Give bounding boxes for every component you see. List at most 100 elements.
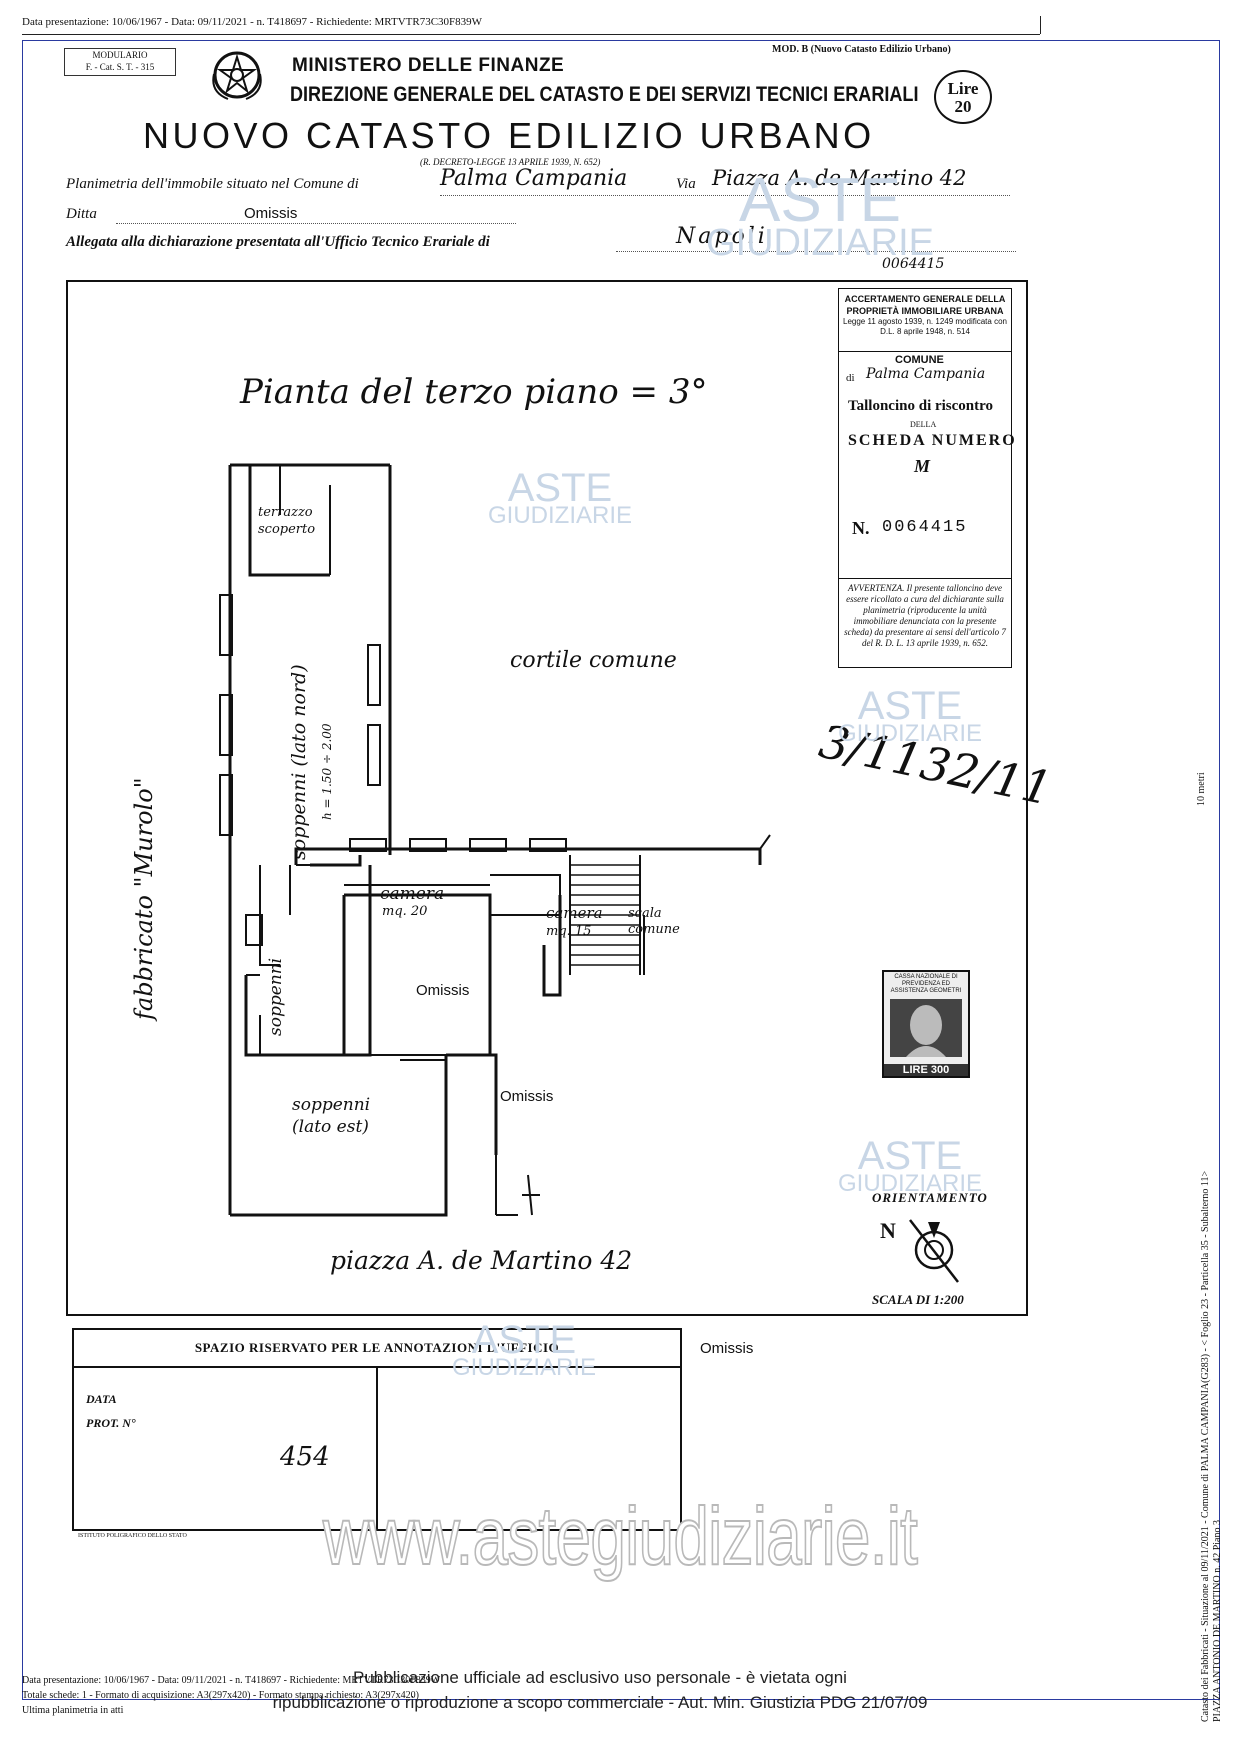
cortile-label: cortile comune: [510, 648, 677, 673]
scheda-letter: M: [914, 456, 931, 476]
notice-line1: Pubblicazione ufficiale ad esclusivo uso…: [353, 1668, 847, 1687]
camera2-mq: mq. 15: [546, 924, 592, 939]
lire-label: Lire: [947, 79, 979, 98]
office-data-label: DATA: [86, 1392, 117, 1406]
camera2-label: camera: [546, 904, 603, 922]
orientamento-label: ORIENTAMENTO: [872, 1190, 988, 1205]
scala-comune-label: scala comune: [628, 906, 680, 937]
footer-line3: Ultima planimetria in atti: [22, 1705, 124, 1716]
decreto-caption: (R. DECRETO-LEGGE 13 APRILE 1939, N. 652…: [420, 157, 601, 167]
watermark-aste-3: ASTE: [857, 684, 963, 728]
talloncino-comune-label: COMUNE: [895, 354, 944, 366]
watermark-logo-5: ASTE GIUDIZIARIE: [434, 1320, 614, 1380]
lire-stamp: Lire 20: [934, 70, 992, 124]
floor-plan-drawing: [219, 463, 771, 1217]
watermark-logo-3: ASTE GIUDIZIARIE: [820, 686, 1000, 746]
talloncino-della: DELLA: [910, 420, 937, 429]
notice-line2: ripubblicazione o riproduzione a scopo c…: [272, 1693, 928, 1712]
accertamento-line3: Legge 11 agosto 1939, n. 1249 modificata…: [843, 317, 1007, 336]
address-side-line: PIAZZA ANTONIO DE MARTINO n. 42 Piano 3: [1212, 1520, 1223, 1722]
office-omissis: Omissis: [700, 1340, 754, 1357]
footer-line2: Totale schede: 1 - Formato di acquisizio…: [22, 1690, 419, 1701]
footer-line1: Data presentazione: 10/06/1967 - Data: 0…: [22, 1675, 441, 1686]
avvertenza-box: AVVERTENZA. Il presente talloncino deve …: [838, 578, 1012, 668]
ufficio-value: Napoli: [676, 224, 768, 249]
revenue-stamp: CASSA NAZIONALE DI PREVIDENZA ED ASSISTE…: [882, 970, 970, 1078]
allegata-label: Allegata alla dichiarazione presentata a…: [66, 234, 490, 250]
soppenni-est-label: soppenni (lato est): [292, 1095, 371, 1137]
comune-value: Palma Campania: [440, 166, 628, 191]
lire-value: 20: [954, 97, 972, 116]
avvertenza-text: AVVERTENZA. Il presente talloncino deve …: [844, 583, 1006, 648]
scale-mark: 10 metri: [1196, 772, 1207, 806]
catasto-side-line: Catasto dei Fabbricati - Situazione al 0…: [1200, 1170, 1211, 1722]
camera1-label: camera: [380, 884, 445, 904]
modulario-box: MODULARIO F. - Cat. S. T. - 315: [64, 48, 176, 76]
site-watermark: www.astegiudiziarie.it: [322, 1490, 919, 1583]
piazza-label: piazza A. de Martino 42: [330, 1246, 633, 1275]
modulario-line1: MODULARIO: [92, 50, 148, 60]
floor-plan-frame: [66, 280, 1028, 1316]
watermark-giudiziarie-1: GIUDIZIARIE: [705, 222, 935, 264]
watermark-giudiziarie-3: GIUDIZIARIE: [837, 720, 982, 747]
talloncino-comune-value: Palma Campania: [866, 366, 986, 382]
watermark-giudiziarie-4: GIUDIZIARIE: [837, 1170, 982, 1197]
ditta-underline: [116, 223, 516, 225]
north-label: N: [880, 1218, 896, 1243]
soppenni-nord-label: soppenni (lato nord): [288, 664, 310, 860]
mod-b-label: MOD. B (Nuovo Catasto Edilizio Urbano): [772, 44, 951, 55]
camera1-mq: mq. 20: [382, 904, 428, 919]
soppenni-side-label: soppenni: [266, 957, 286, 1036]
watermark-aste-1: ASTE: [739, 166, 901, 235]
ditta-label: Ditta: [66, 206, 97, 222]
page-border-left: [22, 40, 23, 1700]
terrazzo-label: terrazzo scoperto: [258, 505, 316, 537]
altezza-label: h = 1.50 ÷ 2.00: [320, 723, 334, 820]
fabbricato-label: fabbricato "Murolo": [130, 777, 158, 1020]
office-heading: SPAZIO RISERVATO PER LE ANNOTAZIONI D'UF…: [72, 1328, 682, 1368]
address-underline: [440, 195, 1010, 197]
header-rule-end: [1040, 16, 1041, 34]
omissis-area-1: Omissis: [416, 982, 470, 999]
page-border-right: [1219, 40, 1220, 1700]
header-rule: [22, 34, 1040, 35]
watermark-aste-2: ASTE: [507, 466, 613, 510]
modulario-line2: F. - Cat. S. T. - 315: [85, 62, 155, 72]
stamp-text: CASSA NAZIONALE DI PREVIDENZA ED ASSISTE…: [890, 974, 962, 994]
numero-value: 0064415: [882, 518, 968, 537]
republic-emblem-icon: [212, 51, 262, 100]
talloncino-panel: [838, 352, 1012, 578]
accertamento-line2: PROPRIETÀ IMMOBILIARE URBANA: [846, 306, 1004, 316]
stamp-value: LIRE 300: [884, 1064, 968, 1076]
planimetria-label: Planimetria dell'immobile situato nel Co…: [66, 176, 359, 192]
office-divider: [376, 1368, 378, 1531]
compass-icon: [909, 1219, 959, 1283]
office-prot-label: PROT. N°: [86, 1416, 136, 1430]
watermark-aste-5: ASTE: [471, 1318, 577, 1362]
watermark-aste-4: ASTE: [857, 1134, 963, 1178]
scala-label: SCALA DI 1:200: [872, 1292, 964, 1307]
watermark-logo-4: ASTE GIUDIZIARIE: [820, 1136, 1000, 1196]
plan-title: Pianta del terzo piano = 3°: [240, 372, 708, 412]
office-prot-value: 454: [280, 1442, 330, 1472]
omissis-area-2: Omissis: [500, 1088, 554, 1105]
ditta-value: Omissis: [244, 205, 298, 222]
accertamento-box: ACCERTAMENTO GENERALE DELLA PROPRIETÀ IM…: [838, 288, 1012, 352]
direzione-title: DIREZIONE GENERALE DEL CATASTO E DEI SER…: [290, 83, 919, 106]
header-meta: Data presentazione: 10/06/1967 - Data: 0…: [22, 16, 483, 28]
accertamento-line1: ACCERTAMENTO GENERALE DELLA: [844, 294, 1006, 304]
via-value: Piazza A. de Martino 42: [712, 166, 967, 190]
scheda-numero-label: SCHEDA NUMERO: [848, 432, 1017, 449]
printer-label: ISTITUTO POLIGRAFICO DELLO STATO: [78, 1533, 187, 1539]
watermark-logo-2: ASTE GIUDIZIARIE: [470, 468, 650, 528]
via-label: Via: [676, 176, 696, 192]
watermark-logo-1: ASTE GIUDIZIARIE: [660, 166, 980, 264]
page-border-top: [22, 40, 1220, 41]
stamp-portrait-icon: [890, 999, 962, 1057]
numero-prefix: N.: [852, 518, 870, 538]
watermark-giudiziarie-2: GIUDIZIARIE: [487, 502, 632, 529]
talloncino-comune-prefix: di: [846, 372, 855, 384]
number-handwritten: 0064415: [882, 256, 945, 272]
catasto-title: NUOVO CATASTO EDILIZIO URBANO: [143, 115, 875, 156]
ufficio-underline: [616, 251, 1016, 253]
